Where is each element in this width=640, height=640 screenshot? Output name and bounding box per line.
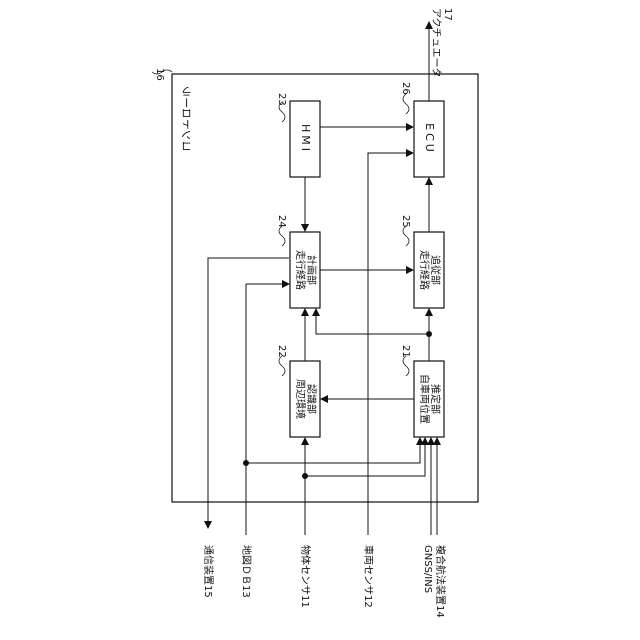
selfpos-to-route-branch — [316, 309, 429, 334]
comm-device-label: 通信装置15 — [202, 545, 215, 598]
hmi-ref: 23 — [276, 93, 287, 106]
surroundings-ref: 22 — [276, 345, 287, 358]
self-position-ref-leader — [403, 356, 409, 376]
object-sensor-label: 物体センサ11 — [299, 545, 312, 608]
route-following-label-2: 追従部 — [429, 255, 442, 285]
route-planning-ref: 24 — [276, 215, 287, 228]
controller-label: コントローラ — [181, 86, 194, 152]
ecu-label: ECU — [423, 123, 436, 155]
route-planning-label-2: 計画部 — [305, 255, 318, 285]
route-following-ref: 25 — [400, 215, 411, 228]
route-following-block: 走行経路 追従部 25 — [400, 215, 444, 308]
hmi-label: HMI — [299, 124, 312, 154]
surroundings-label-2: 認識部 — [305, 384, 318, 414]
vehicle-sensor-to-ecu-line — [368, 153, 413, 535]
object-sensor-to-selfpos-line — [305, 438, 425, 476]
actuator-ref: 17 — [442, 8, 453, 21]
hmi-block: HMI 23 — [276, 93, 320, 177]
surroundings-recognition-block: 周辺環境 認識部 22 — [276, 345, 320, 437]
vehicle-sensor-label: 車両センサ12 — [362, 545, 375, 608]
junction-dot — [426, 331, 432, 337]
self-position-label-2: 推定部 — [429, 384, 442, 414]
route-planning-ref-leader — [279, 226, 285, 246]
gnss-label-2: 複合航法装置14 — [434, 545, 447, 618]
junction-dot — [302, 473, 308, 479]
map-db-label: 地図ＤＢ13 — [240, 545, 253, 598]
map-db-to-selfpos-line — [246, 438, 420, 463]
self-position-ref: 21 — [400, 345, 411, 358]
surroundings-ref-leader — [279, 356, 285, 376]
route-planning-block: 走行経路 計画部 24 — [276, 215, 320, 308]
junction-dot — [243, 460, 249, 466]
actuator-label: アクチュエータ — [430, 8, 442, 78]
route-following-ref-leader — [403, 226, 409, 246]
comm-device-line — [208, 258, 289, 528]
self-position-block: 自車両位置 推定部 21 — [400, 345, 444, 437]
controller-ref: 16 — [154, 68, 165, 81]
ecu-ref: 26 — [400, 82, 411, 95]
ecu-block: ECU 26 — [400, 82, 444, 177]
ecu-ref-leader — [403, 94, 409, 114]
gnss-label-1: GNSS/INS — [422, 545, 433, 593]
